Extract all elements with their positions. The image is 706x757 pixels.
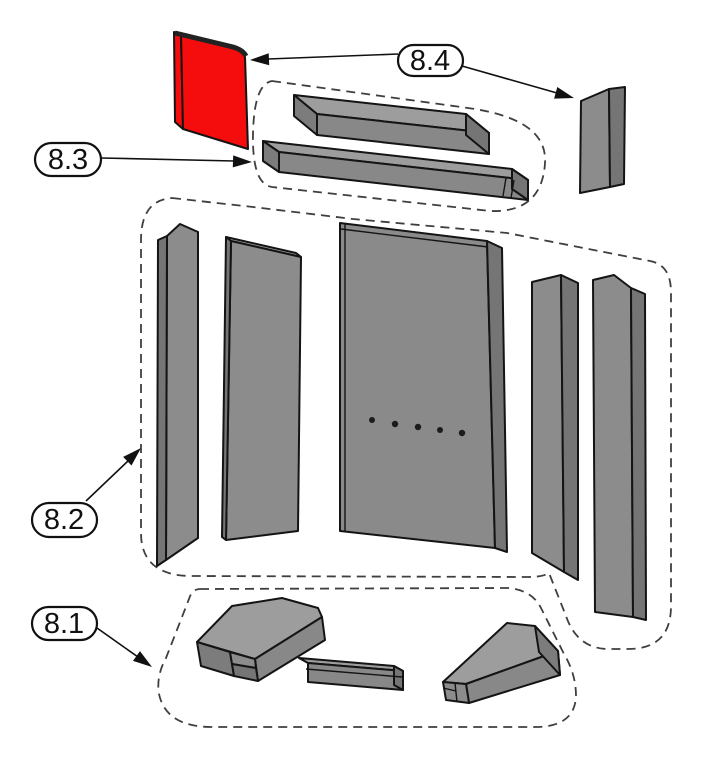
callout-8.3-label[interactable]: 8.3 [48, 144, 88, 176]
baffle-lower-notch-lines [502, 177, 515, 199]
base-bar-right-end [393, 665, 404, 691]
leader-8.4-to-right-panel [461, 65, 558, 94]
lining-right-inner-main-face [531, 274, 565, 573]
back-panel-edge-face [486, 240, 508, 553]
arrowhead-8.4-right [554, 87, 574, 99]
lining-left-inner-main-face [225, 240, 302, 541]
base-right-end-face [534, 625, 561, 676]
lining-left-outer-edge-face [156, 235, 168, 567]
baffle-lower-left-end [262, 140, 280, 173]
part-baffle-plate-lower [262, 140, 529, 201]
part-base-plate-left [196, 597, 326, 682]
part-lining-right-inner [531, 274, 579, 581]
right-panel-main-face [579, 88, 611, 194]
callout-8.3-bubble[interactable] [33, 141, 103, 178]
part-back-panel [339, 222, 508, 553]
lining-right-outer-main-face [592, 274, 634, 618]
hole-3 [414, 423, 422, 431]
leader-8.2 [85, 460, 129, 502]
part-lining-left-inner [221, 236, 302, 541]
hole-5 [458, 429, 466, 437]
callout-8.4[interactable]: 8.4 [396, 43, 465, 78]
callout-8.1-bubble[interactable] [30, 605, 99, 642]
hole-1 [369, 417, 375, 423]
lining-left-inner-edge-face [221, 236, 232, 541]
leader-8.4-to-red-panel [267, 53, 399, 60]
base-right-notch-lines [442, 682, 458, 703]
lining-left-outer-main-face [165, 223, 199, 561]
part-side-panel-red-highlighted[interactable] [173, 30, 249, 150]
part-lining-left-outer [156, 223, 199, 567]
callout-8.2-bubble[interactable] [30, 501, 99, 539]
leader-8.1 [96, 627, 139, 658]
part-lining-right-outer [592, 274, 647, 621]
callout-8.3[interactable]: 8.3 [33, 141, 103, 178]
callout-8.2-label[interactable]: 8.2 [44, 504, 84, 536]
baffle-lower-right-end [511, 168, 529, 201]
lining-right-inner-edge-face [560, 274, 579, 581]
hole-2 [391, 420, 399, 428]
arrowhead-8.2 [123, 448, 141, 466]
callout-8.4-label[interactable]: 8.4 [410, 45, 450, 77]
part-baffle-plate-upper [293, 94, 490, 155]
callout-8.4-bubble[interactable] [396, 43, 465, 78]
leader-8.3 [100, 157, 235, 162]
hole-4 [437, 427, 443, 433]
arrowhead-8.1 [133, 651, 152, 667]
callout-8.1-label[interactable]: 8.1 [44, 608, 84, 640]
callout-8.2[interactable]: 8.2 [30, 501, 99, 539]
baffle-upper-left-end [293, 94, 318, 136]
right-panel-edge-face [608, 86, 626, 188]
arrowhead-8.3 [232, 155, 252, 168]
base-left-notch-lower [231, 663, 259, 682]
part-base-plate-right [442, 622, 561, 704]
red-panel-top-edge [174, 30, 249, 58]
part-side-panel-right [579, 86, 626, 194]
back-panel-main-face [339, 222, 496, 549]
arrowhead-8.4-red [250, 53, 270, 66]
baffle-upper-right-end [465, 113, 490, 155]
callout-8.1[interactable]: 8.1 [30, 605, 99, 642]
part-base-bar-middle [298, 657, 404, 691]
base-bar-chamfer-line [305, 668, 403, 678]
back-panel-holes [369, 417, 466, 437]
group-outline-8.2 [140, 197, 672, 650]
lining-right-outer-edge-face [630, 287, 647, 621]
group-outline-8.1 [157, 587, 577, 728]
back-panel-top-edge-line [340, 228, 489, 248]
leader-lines [85, 53, 574, 667]
group-outline-8.3 [252, 80, 546, 212]
